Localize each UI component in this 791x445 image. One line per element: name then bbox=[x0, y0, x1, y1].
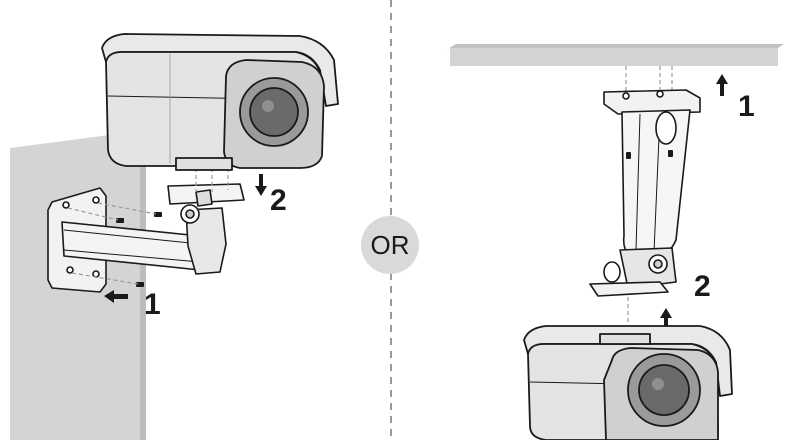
bullet-camera-right bbox=[523, 325, 733, 441]
ceiling-step-2-label: 2 bbox=[694, 270, 711, 303]
wall-screws bbox=[116, 212, 162, 287]
arrow-up-icon bbox=[660, 308, 672, 330]
ceiling-screws bbox=[626, 150, 673, 159]
arrow-down-icon bbox=[255, 174, 267, 196]
wall-step-2-label: 2 bbox=[270, 184, 287, 217]
ceiling-surface bbox=[450, 48, 778, 66]
ceiling-mount-panel bbox=[446, 44, 784, 441]
bullet-camera-left bbox=[101, 33, 339, 171]
wall-step-1-label: 1 bbox=[144, 288, 161, 321]
ceiling-step-1-label: 1 bbox=[738, 90, 755, 123]
screw-guide-lines bbox=[67, 202, 157, 285]
camera-drop-guides bbox=[195, 168, 229, 192]
arrow-left-icon bbox=[104, 290, 128, 303]
ceiling-bracket bbox=[589, 89, 701, 297]
or-label: OR bbox=[370, 229, 410, 260]
wall-mount-panel bbox=[10, 33, 339, 440]
or-separator-badge: OR bbox=[361, 216, 419, 274]
ceiling-surface-top bbox=[446, 44, 784, 50]
arrow-up-icon bbox=[716, 74, 728, 96]
